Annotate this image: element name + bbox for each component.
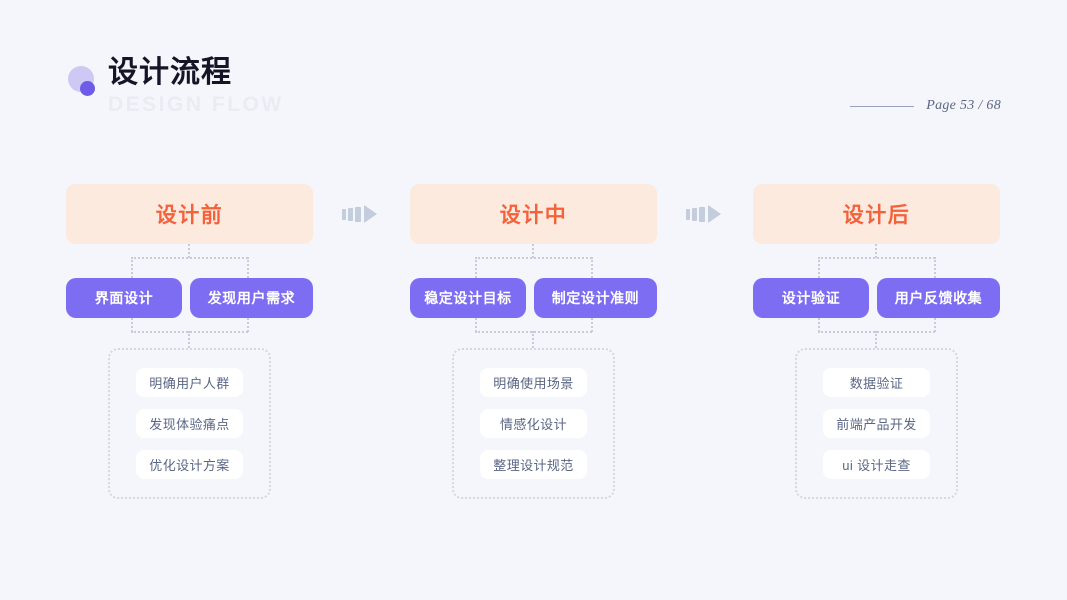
- connector-segment: [131, 318, 133, 332]
- connector-header-to-pills-2: [410, 244, 657, 278]
- detail-item[interactable]: 整理设计规范: [480, 450, 587, 479]
- flow-column-2: 设计中 稳定设计目标 制定设计准则 明确使用场景 情感化设计 整理设计规范: [410, 184, 657, 499]
- arrow-bar: [342, 208, 346, 220]
- flow-pill[interactable]: 稳定设计目标: [410, 278, 526, 318]
- connector-segment: [131, 257, 248, 259]
- pill-row-2: 稳定设计目标 制定设计准则: [410, 278, 657, 318]
- pager-label: Page 53 / 68: [926, 98, 1001, 113]
- arrow-head: [364, 205, 377, 223]
- connector-segment: [818, 257, 820, 278]
- connector-segment: [934, 318, 936, 332]
- detail-item[interactable]: 优化设计方案: [136, 450, 243, 479]
- connector-pills-to-details-2: [410, 318, 657, 348]
- arrow-bar: [692, 207, 697, 221]
- pill-row-3: 设计验证 用户反馈收集: [753, 278, 1000, 318]
- logo-small-circle: [80, 81, 95, 96]
- connector-segment: [247, 257, 249, 278]
- connector-segment: [532, 244, 534, 258]
- detail-group-2: 明确使用场景 情感化设计 整理设计规范: [452, 348, 615, 499]
- connector-segment: [875, 331, 877, 348]
- stage-header-2[interactable]: 设计中: [410, 184, 657, 244]
- flow-column-1: 设计前 界面设计 发现用户需求 明确用户人群 发现体验痛点 优化设计方案: [66, 184, 313, 499]
- connector-pills-to-details-1: [66, 318, 313, 348]
- two-circles-logo-icon: [66, 66, 100, 100]
- brand-block: 设计流程 DESIGN FLOW: [66, 55, 284, 118]
- arrow-bar: [699, 206, 705, 222]
- connector-segment: [591, 257, 593, 278]
- arrow-bar: [686, 208, 690, 220]
- flow-pill[interactable]: 设计验证: [753, 278, 869, 318]
- pager: Page 53 / 68: [850, 98, 1001, 114]
- arrow-bar: [348, 207, 353, 221]
- connector-segment: [475, 318, 477, 332]
- flow-pill[interactable]: 界面设计: [66, 278, 182, 318]
- detail-item[interactable]: 明确使用场景: [480, 368, 587, 397]
- page-subtitle: DESIGN FLOW: [108, 93, 284, 116]
- page-title: 设计流程: [108, 56, 232, 89]
- page-header: 设计流程 DESIGN FLOW Page 53 / 68: [0, 0, 1067, 150]
- detail-group-1: 明确用户人群 发现体验痛点 优化设计方案: [108, 348, 271, 499]
- pill-row-1: 界面设计 发现用户需求: [66, 278, 313, 318]
- connector-segment: [131, 257, 133, 278]
- detail-item[interactable]: 情感化设计: [480, 409, 587, 438]
- stage-header-label: 设计后: [842, 204, 911, 227]
- connector-pills-to-details-3: [753, 318, 1000, 348]
- connector-segment: [475, 257, 592, 259]
- arrow-head: [708, 205, 721, 223]
- connector-header-to-pills-1: [66, 244, 313, 278]
- flow-pill[interactable]: 发现用户需求: [190, 278, 313, 318]
- connector-segment: [591, 318, 593, 332]
- detail-item[interactable]: ui 设计走查: [823, 450, 930, 479]
- connector-segment: [934, 257, 936, 278]
- flow-pill[interactable]: 用户反馈收集: [877, 278, 1000, 318]
- stage-header-1[interactable]: 设计前: [66, 184, 313, 244]
- pager-divider: [850, 105, 915, 107]
- connector-segment: [818, 318, 820, 332]
- connector-header-to-pills-3: [753, 244, 1000, 278]
- connector-segment: [247, 318, 249, 332]
- detail-item[interactable]: 前端产品开发: [823, 409, 930, 438]
- arrow-right-icon: [686, 204, 726, 224]
- flow-column-3: 设计后 设计验证 用户反馈收集 数据验证 前端产品开发 ui 设计走查: [753, 184, 1000, 499]
- connector-segment: [532, 331, 534, 348]
- stage-header-label: 设计前: [155, 204, 224, 227]
- stage-header-3[interactable]: 设计后: [753, 184, 1000, 244]
- flow-pill[interactable]: 制定设计准则: [534, 278, 657, 318]
- detail-item[interactable]: 明确用户人群: [136, 368, 243, 397]
- arrow-right-icon: [342, 204, 382, 224]
- title-block: 设计流程 DESIGN FLOW: [108, 55, 284, 118]
- connector-segment: [475, 257, 477, 278]
- stage-header-label: 设计中: [499, 204, 568, 227]
- connector-segment: [188, 244, 190, 258]
- connector-segment: [188, 331, 190, 348]
- arrow-bar: [355, 206, 361, 222]
- detail-item[interactable]: 数据验证: [823, 368, 930, 397]
- detail-group-3: 数据验证 前端产品开发 ui 设计走查: [795, 348, 958, 499]
- detail-item[interactable]: 发现体验痛点: [136, 409, 243, 438]
- connector-segment: [875, 244, 877, 258]
- connector-segment: [818, 257, 935, 259]
